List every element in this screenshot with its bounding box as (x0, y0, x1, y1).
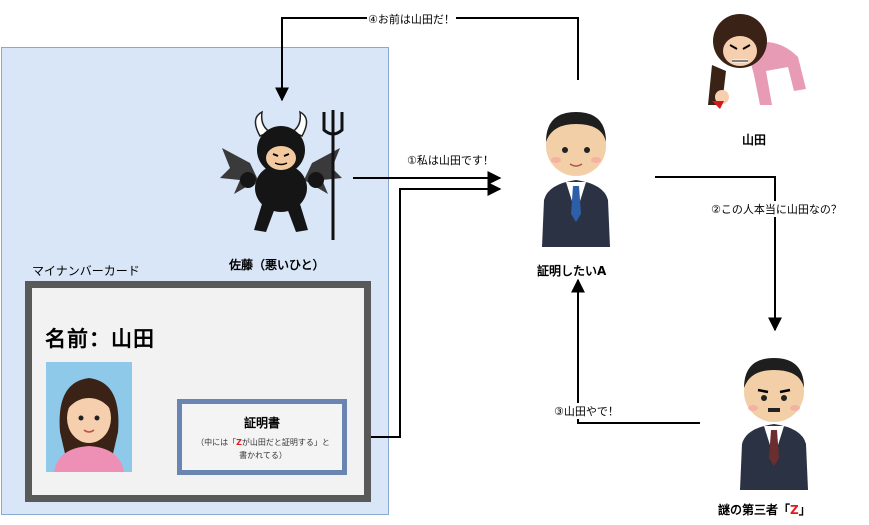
yamada-figure-icon (708, 14, 806, 109)
certificate-note-part3: 書かれてる） (239, 451, 287, 460)
edge-4-label: ④お前は山田だ！ (367, 11, 456, 27)
certificate-note-z: Z (236, 438, 242, 447)
yamada-label: 山田 (742, 133, 767, 147)
card-caption: マイナンバーカード (32, 264, 140, 278)
edge-4-line (275, 17, 579, 102)
third-party-label: 謎の第三者「Z」 (718, 501, 811, 518)
a-label: 証明したいA (537, 264, 607, 278)
certificate-title: 証明書 (243, 416, 280, 430)
edge-1-label: ①私は山田です！ (406, 152, 495, 168)
edge-2-line (655, 176, 782, 332)
card-name: 名前：山田 (45, 327, 155, 351)
certificate: 証明書 （中には「Zが山田だと証明する」と 書かれてる） (177, 399, 347, 475)
woman-portrait-icon (46, 362, 132, 472)
edge-2-label: ②この人本当に山田なの？ (710, 201, 843, 217)
edge-3-label: ③山田やで！ (553, 403, 620, 419)
third-party-prefix: 謎の第三者「 (718, 503, 791, 517)
certificate-note: （中には「Zが山田だと証明する」と 書かれてる） (186, 436, 340, 462)
third-party-suffix: 」 (798, 503, 811, 517)
edge-cert-line (347, 182, 502, 438)
sato-label: 佐藤（悪いひと） (229, 258, 325, 272)
certificate-note-part1: （中には「 (196, 438, 237, 447)
edge-3-line (571, 278, 700, 424)
devil-figure-icon (220, 110, 344, 240)
card-photo (46, 362, 132, 472)
businessman-a-icon (542, 112, 610, 247)
third-party-z: Z (790, 503, 799, 517)
certificate-note-part2: が山田だと証明する」と (241, 438, 330, 447)
third-party-z-icon (740, 358, 808, 490)
